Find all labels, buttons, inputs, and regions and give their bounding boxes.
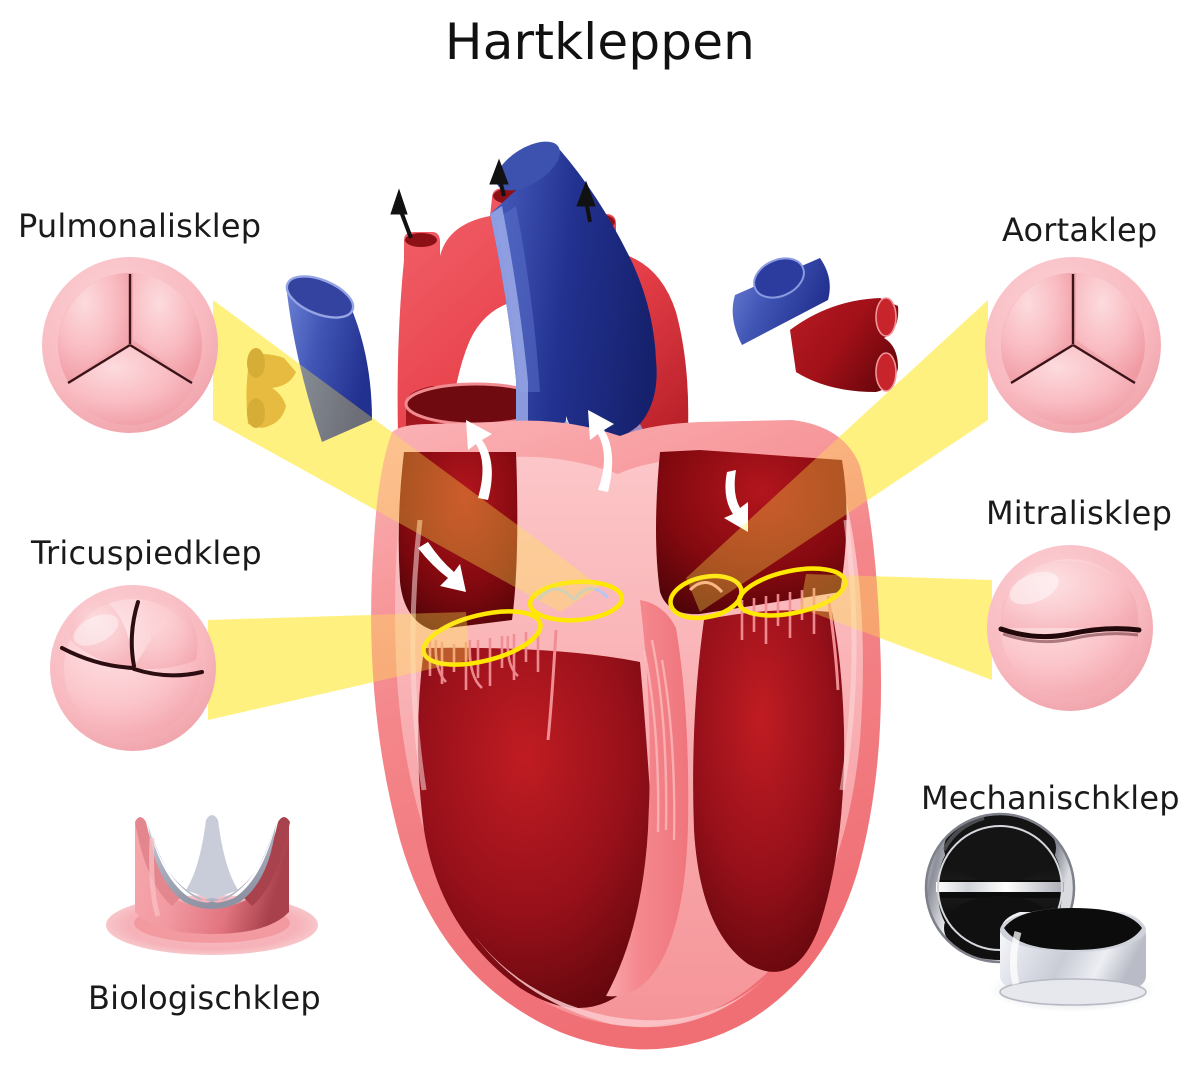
- mech-cup-highlight: [1009, 931, 1022, 985]
- arrow-lv-outflow: [588, 410, 614, 492]
- outflow-arrows-black: [390, 158, 596, 239]
- mech-leaflet-upper-face: [944, 815, 1056, 882]
- pv-right-lower-lumen: [876, 353, 896, 391]
- inset-tricuspid-valve[interactable]: [50, 585, 216, 751]
- vein-svc-rim: [753, 257, 805, 299]
- arrow-left-carotid: [489, 158, 509, 197]
- mitral-closure-shadow: [1002, 632, 1139, 644]
- inset-mechanical-valve[interactable]: [924, 812, 1156, 1012]
- chamber-left-ventricle: [693, 610, 845, 972]
- mech-valve-hinge-line: [936, 882, 1064, 892]
- pulmonary-leaflet-right: [133, 273, 202, 381]
- label-aortic-valve: Aortaklep: [1002, 211, 1158, 249]
- pulmonary-veins-right: [790, 298, 899, 392]
- septum-fibers: [642, 639, 676, 841]
- aortic-leaflet-right: [1076, 273, 1145, 381]
- wall-highlight: [410, 519, 857, 791]
- papillary-strand-right: [826, 595, 840, 691]
- myocardium: [371, 420, 882, 1050]
- branch-left-subclavian-lumen: [405, 233, 437, 247]
- vein-left-branch-rim: [285, 275, 355, 319]
- aorta-root-opening: [406, 384, 546, 424]
- mech-valve-inner-shine: [942, 816, 985, 851]
- label-pulmonary-valve: Pulmonalisklep: [18, 207, 262, 245]
- pv-right-upper-lumen: [876, 298, 896, 336]
- arrow-ra-inflow: [418, 542, 466, 592]
- pulmonary-leaflet-left: [58, 273, 128, 381]
- blood-flow-arrows-white: [418, 410, 748, 592]
- label-biological-valve: Biologischklep: [88, 979, 321, 1017]
- tricuspid-specular: [73, 614, 119, 646]
- pulmonary-trunk-top: [496, 141, 560, 191]
- page-title: Hartkleppen: [444, 13, 756, 71]
- tricuspid-closure-lines: [60, 600, 204, 678]
- pv-left-lower-lumen: [247, 398, 265, 428]
- annulus-tricuspid: [421, 609, 543, 667]
- chamber-right-ventricle: [418, 647, 656, 1009]
- label-tricuspid-valve: Tricuspiedklep: [31, 534, 262, 572]
- label-mitral-valve: Mitralisklep: [986, 494, 1173, 532]
- bio-valve-stent: [135, 822, 289, 934]
- inset-pulmonary-valve[interactable]: [42, 257, 218, 433]
- inset-mitral-valve[interactable]: [987, 545, 1153, 711]
- chamber-left-atrium: [656, 450, 847, 615]
- vein-left-pulmonary-branch: [286, 284, 372, 442]
- inset-biological-valve[interactable]: [106, 815, 318, 955]
- papillary-strand-left: [546, 629, 558, 741]
- vein-superior-vena-cava: [732, 258, 830, 345]
- inset-aortic-valve[interactable]: [985, 257, 1161, 433]
- arrow-rv-outflow: [466, 420, 492, 500]
- bio-valve-stent-highlight: [149, 837, 161, 917]
- aortic-commissures: [1010, 274, 1136, 385]
- callout-beams-front: [208, 300, 992, 720]
- annulus-aortic: [668, 573, 744, 621]
- mitral-specular: [1009, 571, 1059, 605]
- aortic-leaflet-bottom: [1009, 345, 1137, 426]
- annulus-pulmonary: [527, 579, 625, 623]
- aortic-valve-leaflet-inline: [688, 581, 724, 594]
- mech-cup-interior: [1004, 908, 1142, 950]
- mech-cup-base: [1000, 979, 1146, 1005]
- vein-svc-lumen: [754, 258, 804, 298]
- arrow-brachiocephalic: [576, 180, 596, 223]
- arrow-left-subclavian: [390, 188, 413, 239]
- tricuspid-cusp-upper-right: [133, 600, 198, 669]
- aortic-leaflet-left: [1001, 273, 1071, 381]
- mitral-anterior-leaflet: [1000, 560, 1139, 628]
- pv-left-upper-lumen: [247, 348, 265, 378]
- pulmonary-leaflet-bottom: [66, 345, 194, 426]
- valve-annulus-markers: [421, 566, 848, 667]
- label-mechanical-valve: Mechanischklep: [921, 779, 1180, 817]
- annulus-mitral: [736, 566, 848, 618]
- pulmonary-valve-leaflets-inline: [536, 587, 610, 601]
- pulmonary-commissures: [67, 274, 193, 385]
- mitral-closure-line: [998, 626, 1142, 640]
- arrow-la-inflow: [724, 470, 748, 532]
- great-vessels-back: [246, 257, 899, 442]
- bio-valve-post-center: [186, 815, 238, 900]
- tricuspid-cusp-upper-left: [68, 599, 133, 668]
